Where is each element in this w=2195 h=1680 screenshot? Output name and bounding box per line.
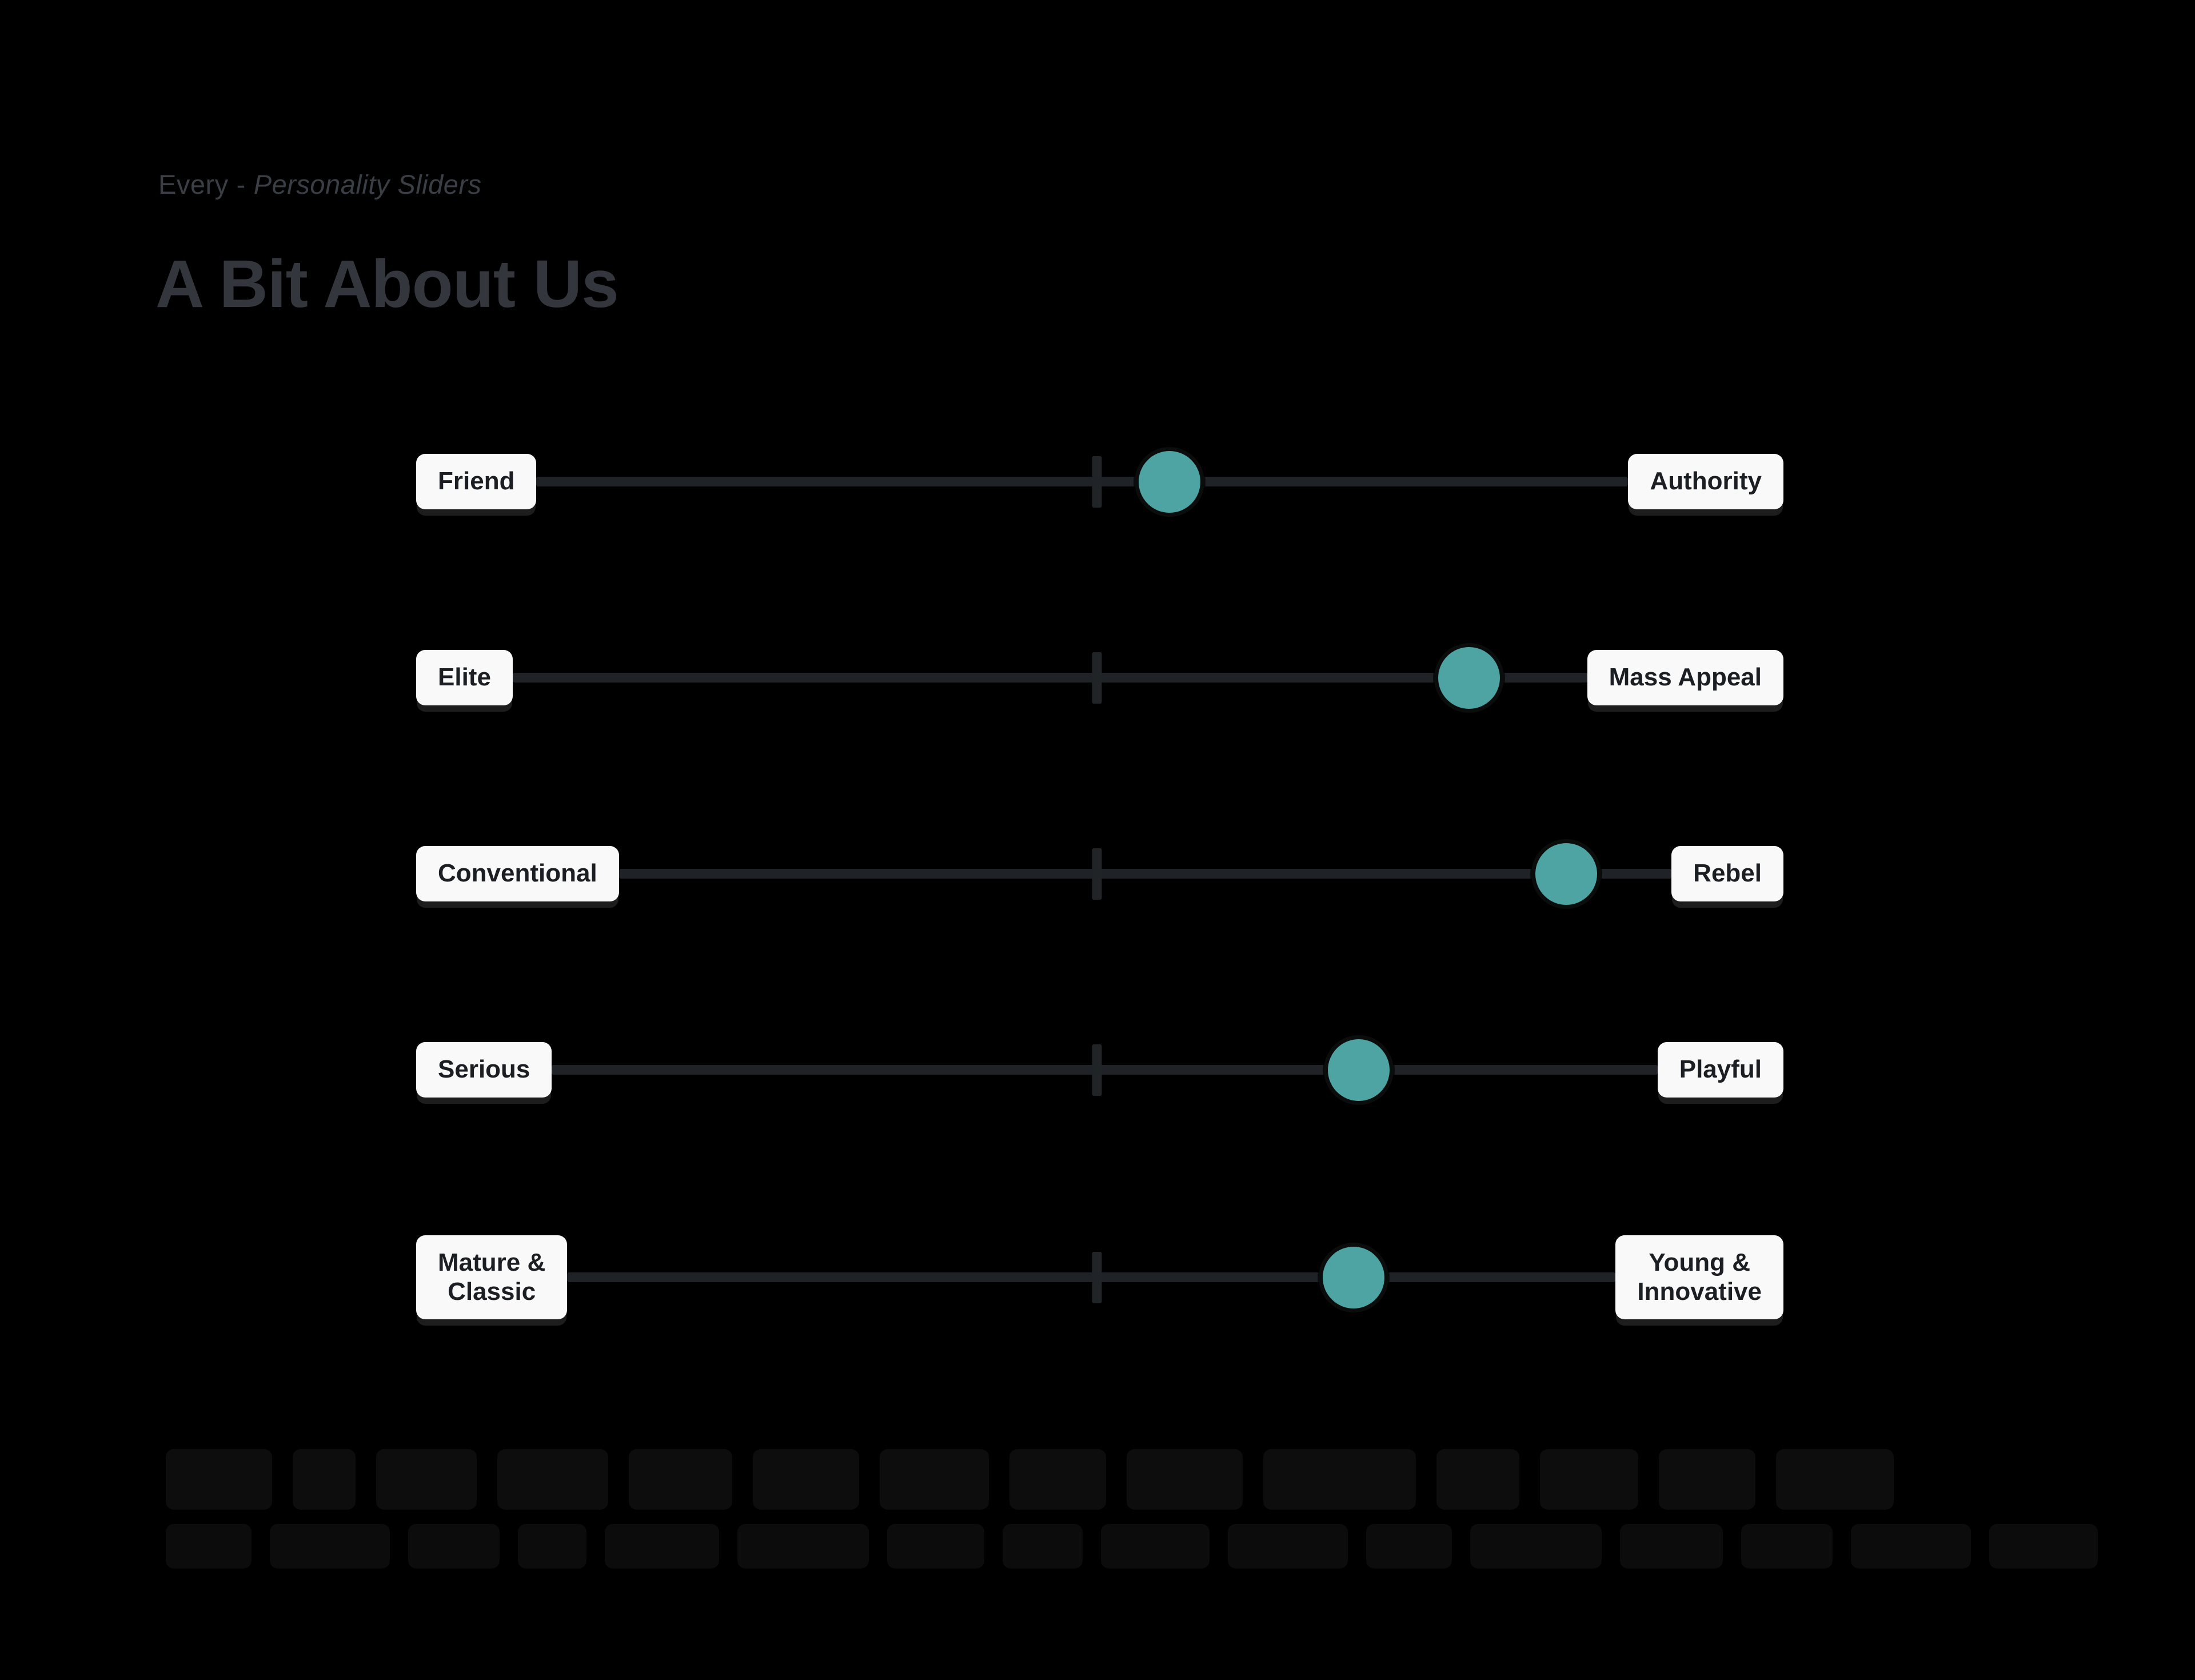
slider-center-tick	[1092, 456, 1102, 508]
ghost-glyph-block	[1127, 1449, 1243, 1510]
ghost-glyph-block	[293, 1449, 356, 1510]
ghost-glyph-block	[737, 1524, 869, 1569]
slider-label-line: Mature &	[438, 1248, 546, 1276]
ghost-glyph-block	[1741, 1524, 1833, 1569]
slider-label-line: Elite	[438, 663, 491, 692]
kicker-prefix: Every	[158, 169, 229, 199]
ghost-text-row-2	[166, 1524, 2098, 1569]
slider-row: Friend Authority	[416, 384, 1783, 580]
ghost-glyph-block	[605, 1524, 719, 1569]
slider-row: Serious Playful	[416, 972, 1783, 1168]
slider-label-right: Playful	[1657, 1042, 1783, 1098]
slider-label-right: Authority	[1628, 454, 1783, 509]
slider-label-line: Serious	[438, 1055, 530, 1084]
slider-row: Mature &Classic Young &Innovative	[416, 1179, 1783, 1375]
ghost-glyph-block	[1366, 1524, 1452, 1569]
ghost-glyph-block	[1436, 1449, 1519, 1510]
ghost-glyph-block	[497, 1449, 608, 1510]
slider-label-line: Young &	[1649, 1248, 1750, 1276]
ghost-glyph-block	[1263, 1449, 1416, 1510]
slider-label-line: Rebel	[1693, 859, 1762, 888]
slider-row: Conventional Rebel	[416, 776, 1783, 972]
slider-row: Elite Mass Appeal	[416, 580, 1783, 776]
slider-center-tick	[1092, 848, 1102, 900]
ghost-glyph-block	[518, 1524, 586, 1569]
ghost-glyph-block	[1470, 1524, 1602, 1569]
ghost-text-row-1	[166, 1449, 1894, 1510]
slider-track	[618, 839, 1672, 909]
ghost-glyph-block	[1851, 1524, 1971, 1569]
slider-label-line: Conventional	[438, 859, 597, 888]
slider-knob[interactable]	[1434, 643, 1504, 713]
slider-track	[567, 1242, 1616, 1312]
page-title: A Bit About Us	[155, 246, 619, 322]
ghost-glyph-block	[166, 1449, 272, 1510]
slider-label-left: Friend	[416, 454, 537, 509]
slider-knob[interactable]	[1531, 839, 1602, 909]
ghost-glyph-block	[629, 1449, 732, 1510]
slider-knob[interactable]	[1318, 1242, 1388, 1312]
ghost-glyph-block	[1101, 1524, 1210, 1569]
slider-knob[interactable]	[1135, 446, 1205, 517]
slider-center-tick	[1092, 652, 1102, 704]
ghost-glyph-block	[408, 1524, 500, 1569]
kicker-separator: -	[236, 169, 246, 199]
slider-center-tick	[1092, 1044, 1102, 1096]
slider-label-left: Elite	[416, 650, 513, 705]
ghost-glyph-block	[1228, 1524, 1348, 1569]
slider-label-right: Rebel	[1671, 846, 1783, 901]
slider-knob[interactable]	[1324, 1035, 1394, 1105]
slider-label-left: Serious	[416, 1042, 552, 1098]
slider-track	[512, 643, 1587, 713]
slider-track	[536, 446, 1629, 517]
slider-label-right: Mass Appeal	[1587, 650, 1783, 705]
ghost-glyph-block	[376, 1449, 477, 1510]
slider-label-line: Classic	[448, 1277, 536, 1306]
slider-label-line: Authority	[1650, 467, 1762, 496]
slide-kicker: Every-Personality Sliders	[158, 168, 482, 202]
slider-label-line: Innovative	[1637, 1277, 1762, 1306]
ghost-glyph-block	[753, 1449, 859, 1510]
slider-label-line: Friend	[438, 467, 515, 496]
slider-label-left: Mature &Classic	[416, 1235, 568, 1320]
slider-label-left: Conventional	[416, 846, 619, 901]
ghost-glyph-block	[1009, 1449, 1106, 1510]
ghost-glyph-block	[1989, 1524, 2098, 1569]
slider-label-line: Mass Appeal	[1609, 663, 1762, 692]
ghost-glyph-block	[1776, 1449, 1894, 1510]
slider-label-line: Playful	[1679, 1055, 1762, 1084]
ghost-glyph-block	[166, 1524, 252, 1569]
kicker-emphasis: Personality Sliders	[253, 169, 482, 199]
slider-label-right: Young &Innovative	[1615, 1235, 1783, 1320]
ghost-glyph-block	[1003, 1524, 1083, 1569]
ghost-glyph-block	[270, 1524, 390, 1569]
ghost-glyph-block	[1659, 1449, 1755, 1510]
slider-track	[552, 1035, 1658, 1105]
slider-center-tick	[1092, 1251, 1102, 1303]
ghost-glyph-block	[880, 1449, 989, 1510]
ghost-glyph-block	[887, 1524, 984, 1569]
ghost-glyph-block	[1620, 1524, 1723, 1569]
ghost-glyph-block	[1540, 1449, 1638, 1510]
